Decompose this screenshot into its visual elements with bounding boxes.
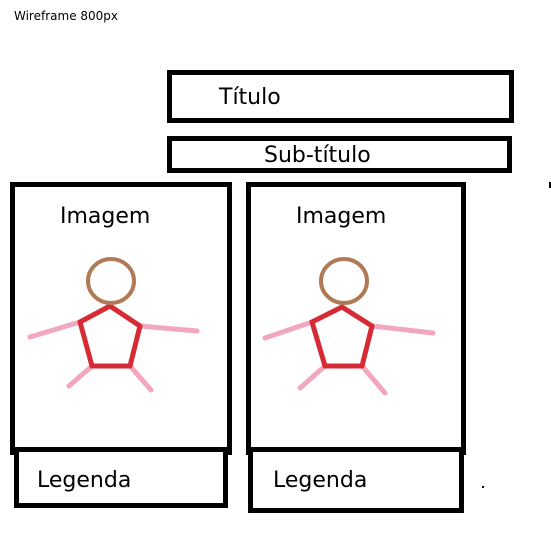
image-label: Imagem — [60, 204, 151, 229]
title-box: Título — [167, 70, 514, 123]
stray-mark — [482, 486, 484, 488]
legend-box-right: Legenda — [248, 447, 464, 513]
legend-text: Legenda — [37, 468, 132, 493]
subtitle-text: Sub-título — [264, 143, 371, 168]
image-label: Imagem — [296, 204, 387, 229]
title-text: Título — [219, 85, 281, 110]
image-card-right: Imagem — [246, 182, 466, 455]
subtitle-box: Sub-título — [167, 136, 512, 173]
legend-text: Legenda — [273, 468, 368, 493]
wireframe-caption: Wireframe 800px — [14, 9, 119, 23]
image-card-left: Imagem — [10, 182, 232, 455]
legend-box-left: Legenda — [14, 447, 228, 508]
stray-mark — [549, 182, 551, 188]
